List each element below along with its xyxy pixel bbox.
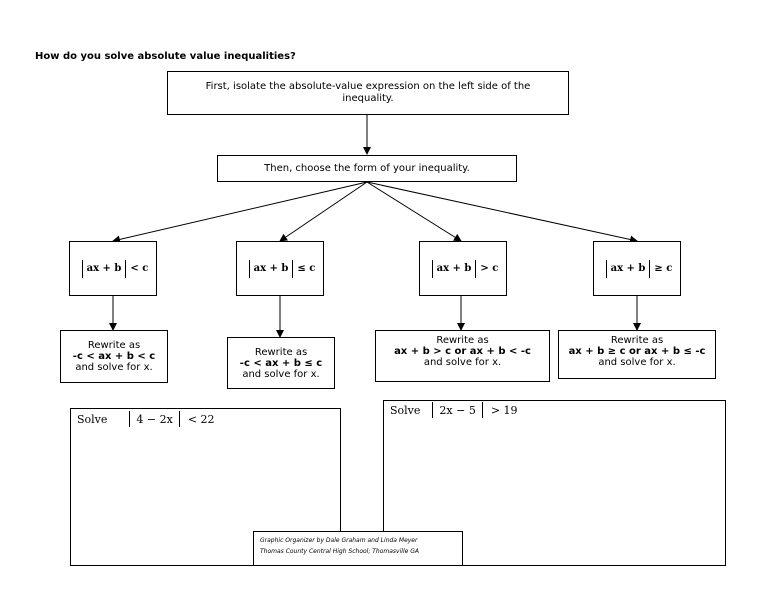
abs-bar-right: [649, 259, 651, 278]
form-expr: ax + b: [86, 263, 122, 274]
abs-bar-right: [481, 402, 483, 418]
form-box-greater-than: ax + b > c: [419, 241, 507, 296]
abs-bar-left: [605, 259, 607, 278]
form-relation: ≤ c: [297, 263, 316, 274]
rewrite-box-2: Rewrite as -c < ax + b ≤ c and solve for…: [227, 337, 335, 389]
arrow-to-form-4: [366, 181, 638, 244]
example-problem: Solve 2x − 5 > 19: [390, 402, 518, 418]
rewrite-label: Rewrite as: [254, 346, 308, 358]
step1-text: First, isolate the absolute-value expres…: [205, 81, 531, 104]
step2-box: Then, choose the form of your inequality…: [217, 155, 517, 182]
arrow-to-form-3: [366, 181, 462, 242]
example-relation: > 19: [490, 403, 518, 417]
rewrite-box-3: Rewrite as ax + b > c or ax + b < -c and…: [375, 330, 550, 382]
step2-text: Then, choose the form of your inequality…: [264, 163, 470, 174]
abs-bar-left: [248, 259, 250, 278]
credit-line-2: Thomas County Central High School; Thoma…: [260, 548, 419, 555]
credit-line-1: Graphic Organizer by Dale Graham and Lin…: [260, 537, 418, 544]
form-expr: ax + b: [610, 263, 646, 274]
example-problem: Solve 4 − 2x < 22: [77, 411, 215, 427]
form-box-less-equal: ax + b ≤ c: [236, 241, 324, 296]
step1-box: First, isolate the absolute-value expres…: [167, 71, 569, 115]
form-expr: ax + b: [253, 263, 289, 274]
abs-bar-left: [432, 402, 434, 418]
abs-bar-right: [292, 259, 294, 278]
form-relation: < c: [130, 263, 149, 274]
arrow-to-form-2: [279, 181, 368, 242]
rewrite-compound: ax + b ≥ c or ax + b ≤ -c: [568, 346, 706, 357]
abs-bar-right: [475, 259, 477, 278]
rewrite-label: Rewrite as: [610, 335, 664, 346]
solve-label: Solve: [390, 403, 421, 417]
rewrite-instruction: and solve for x.: [75, 362, 153, 373]
example-expr: 2x − 5: [439, 403, 476, 417]
solve-label: Solve: [77, 412, 108, 426]
form-box-less-than: ax + b < c: [69, 241, 157, 296]
abs-bar-right: [178, 411, 180, 427]
abs-bar-right: [125, 259, 127, 278]
rewrite-label: Rewrite as: [436, 335, 489, 346]
form-relation: > c: [480, 263, 499, 274]
rewrite-compound: ax + b > c or ax + b < -c: [394, 346, 531, 357]
rewrite-compound: -c < ax + b < c: [72, 351, 156, 362]
example-relation: < 22: [187, 412, 215, 426]
rewrite-instruction: and solve for x.: [598, 357, 676, 368]
abs-bar-left: [431, 259, 433, 278]
abs-bar-left: [81, 259, 83, 278]
form-box-greater-equal: ax + b ≥ c: [593, 241, 681, 296]
arrow-to-form-1: [112, 181, 368, 244]
rewrite-box-1: Rewrite as -c < ax + b < c and solve for…: [60, 330, 168, 383]
form-relation: ≥ c: [654, 263, 673, 274]
credit-box: Graphic Organizer by Dale Graham and Lin…: [253, 531, 463, 566]
form-expr: ax + b: [436, 263, 472, 274]
rewrite-instruction: and solve for x.: [242, 368, 320, 380]
abs-bar-left: [129, 411, 131, 427]
rewrite-compound: -c < ax + b ≤ c: [239, 357, 323, 369]
rewrite-label: Rewrite as: [87, 340, 141, 351]
page-title: How do you solve absolute value inequali…: [35, 51, 296, 62]
rewrite-instruction: and solve for x.: [423, 357, 502, 368]
rewrite-box-4: Rewrite as ax + b ≥ c or ax + b ≤ -c and…: [558, 330, 716, 379]
example-expr: 4 − 2x: [136, 412, 173, 426]
